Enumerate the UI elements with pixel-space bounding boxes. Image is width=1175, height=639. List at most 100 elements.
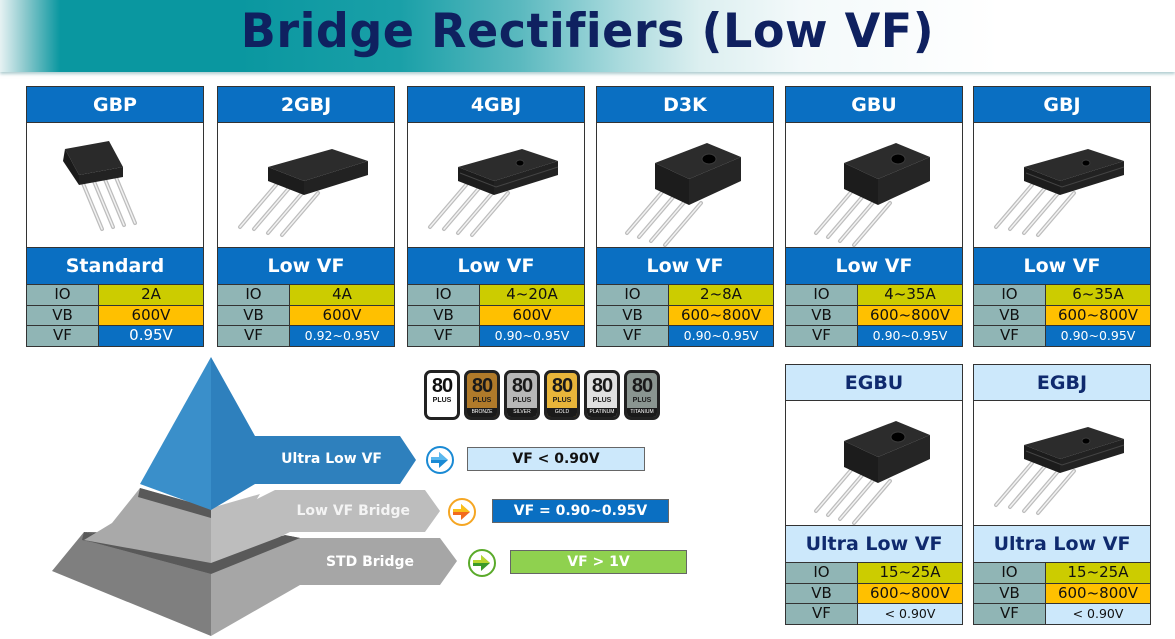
spec-value-vf: 0.90~0.95V (858, 326, 962, 346)
arrow-right-icon-orange (448, 498, 476, 526)
product-image (408, 123, 584, 248)
spec-key-vf: VF (786, 604, 858, 624)
product-card-4gbj: 4GBJ Low VF IO 4~20A VB 600V VF (407, 86, 585, 347)
spec-value-vf: 0.90~0.95V (1046, 326, 1150, 346)
badge-number: 80 (631, 375, 653, 397)
badge-plus: PLUS (632, 397, 652, 404)
product-category: Low VF (408, 248, 584, 284)
spec-row-vf: VF 0.90~0.95V (974, 325, 1150, 346)
spec-row-vb: VB 600~800V (974, 304, 1150, 325)
badge-grade: PLATINUM (587, 408, 617, 417)
product-image (218, 123, 394, 248)
spec-key-io: IO (974, 285, 1046, 305)
spec-value-io: 15~25A (858, 563, 962, 583)
vf-pyramid-diagram (52, 357, 457, 636)
spec-row-io: IO 15~25A (786, 562, 962, 583)
product-image (597, 123, 773, 248)
spec-key-vb: VB (786, 583, 858, 603)
product-category: Low VF (597, 248, 773, 284)
product-image (974, 123, 1150, 248)
spec-key-vf: VF (786, 326, 858, 346)
spec-value-vf: 0.90~0.95V (480, 326, 584, 346)
product-card-2gbj: 2GBJ Low VF IO 4A VB 600V VF 0.9 (217, 86, 395, 347)
product-card-gbu: GBU Low VF IO 4~35A VB 600~800V VF (785, 86, 963, 347)
spec-value-vf: 0.92~0.95V (290, 326, 394, 346)
spec-key-io: IO (408, 285, 480, 305)
badge-grade: GOLD (547, 408, 577, 417)
spec-key-vf: VF (408, 326, 480, 346)
spec-value-io: 2A (99, 285, 203, 305)
spec-row-vf: VF < 0.90V (786, 603, 962, 624)
spec-value-io: 6~35A (1046, 285, 1150, 305)
product-name: EGBU (786, 365, 962, 401)
vf-box-std: VF > 1V (510, 550, 687, 574)
badge-number: 80 (591, 375, 613, 397)
spec-key-io: IO (786, 285, 858, 305)
spec-row-io: IO 2A (27, 284, 203, 305)
80-plus-silver-badge-icon: 80 PLUS SILVER (504, 370, 540, 420)
spec-value-vb: 600~800V (858, 305, 962, 325)
page-title: Bridge Rectifiers (Low VF) (240, 4, 935, 59)
spec-value-io: 15~25A (1046, 563, 1150, 583)
spec-row-vf: VF 0.90~0.95V (408, 325, 584, 346)
product-card-d3k: D3K Low VF IO 2~8A VB 600~800V VF (596, 86, 774, 347)
badge-plus: PLUS (592, 397, 612, 404)
spec-row-io: IO 6~35A (974, 284, 1150, 305)
spec-key-vf: VF (597, 326, 669, 346)
product-image (786, 123, 962, 248)
product-image (27, 123, 203, 248)
spec-value-io: 2~8A (669, 285, 773, 305)
badge-plus: PLUS (432, 397, 452, 404)
tier-label-std-bridge: STD Bridge (325, 554, 414, 570)
vf-box-low: VF = 0.90~0.95V (492, 499, 669, 523)
product-card-gbj: GBJ Low VF IO 6~35A VB 600~800V VF (973, 86, 1151, 347)
spec-value-vf: 0.95V (99, 326, 203, 346)
tier-label-low-vf-bridge: Low VF Bridge (296, 503, 410, 519)
spec-key-vb: VB (597, 305, 669, 325)
80-plus-gold-badge-icon: 80 PLUS GOLD (544, 370, 580, 420)
spec-value-vf: < 0.90V (1046, 604, 1150, 624)
spec-value-vb: 600~800V (669, 305, 773, 325)
spec-value-vf: < 0.90V (858, 604, 962, 624)
product-category: Low VF (218, 248, 394, 284)
product-name: EGBJ (974, 365, 1150, 401)
badge-number: 80 (471, 375, 493, 397)
spec-key-vb: VB (974, 583, 1046, 603)
product-card-gbp: GBP Standard IO 2A VB 600V VF 0. (26, 86, 204, 347)
product-category: Ultra Low VF (974, 526, 1150, 562)
spec-key-vf: VF (218, 326, 290, 346)
spec-row-vf: VF 0.92~0.95V (218, 325, 394, 346)
product-card-egbu: EGBU Ultra Low VF IO 15~25A VB 600~800V (785, 364, 963, 625)
spec-row-io: IO 4~20A (408, 284, 584, 305)
product-name: GBJ (974, 87, 1150, 123)
badge-number: 80 (551, 375, 573, 397)
spec-row-vb: VB 600V (218, 304, 394, 325)
spec-key-vf: VF (974, 326, 1046, 346)
spec-key-vf: VF (974, 604, 1046, 624)
spec-value-vb: 600~800V (1046, 305, 1150, 325)
80-plus-bronze-badge-icon: 80 PLUS BRONZE (464, 370, 500, 420)
product-image (786, 401, 962, 526)
spec-row-vb: VB 600~800V (786, 582, 962, 603)
spec-key-io: IO (597, 285, 669, 305)
pyramid-tier-ultra-low-vf (140, 357, 416, 510)
spec-row-vb: VB 600~800V (786, 304, 962, 325)
spec-row-io: IO 4~35A (786, 284, 962, 305)
product-name: D3K (597, 87, 773, 123)
spec-value-io: 4~35A (858, 285, 962, 305)
spec-value-vb: 600~800V (858, 583, 962, 603)
spec-row-vf: VF 0.90~0.95V (786, 325, 962, 346)
spec-value-vb: 600V (480, 305, 584, 325)
product-name: 4GBJ (408, 87, 584, 123)
product-category: Ultra Low VF (786, 526, 962, 562)
spec-value-io: 4A (290, 285, 394, 305)
spec-row-vb: VB 600~800V (974, 582, 1150, 603)
spec-key-vb: VB (408, 305, 480, 325)
spec-value-io: 4~20A (480, 285, 584, 305)
spec-key-vb: VB (218, 305, 290, 325)
product-name: GBP (27, 87, 203, 123)
80-plus-standard-badge-icon: 80 PLUS (424, 370, 460, 420)
badge-number: 80 (431, 375, 453, 397)
spec-value-vb: 600~800V (1046, 583, 1150, 603)
